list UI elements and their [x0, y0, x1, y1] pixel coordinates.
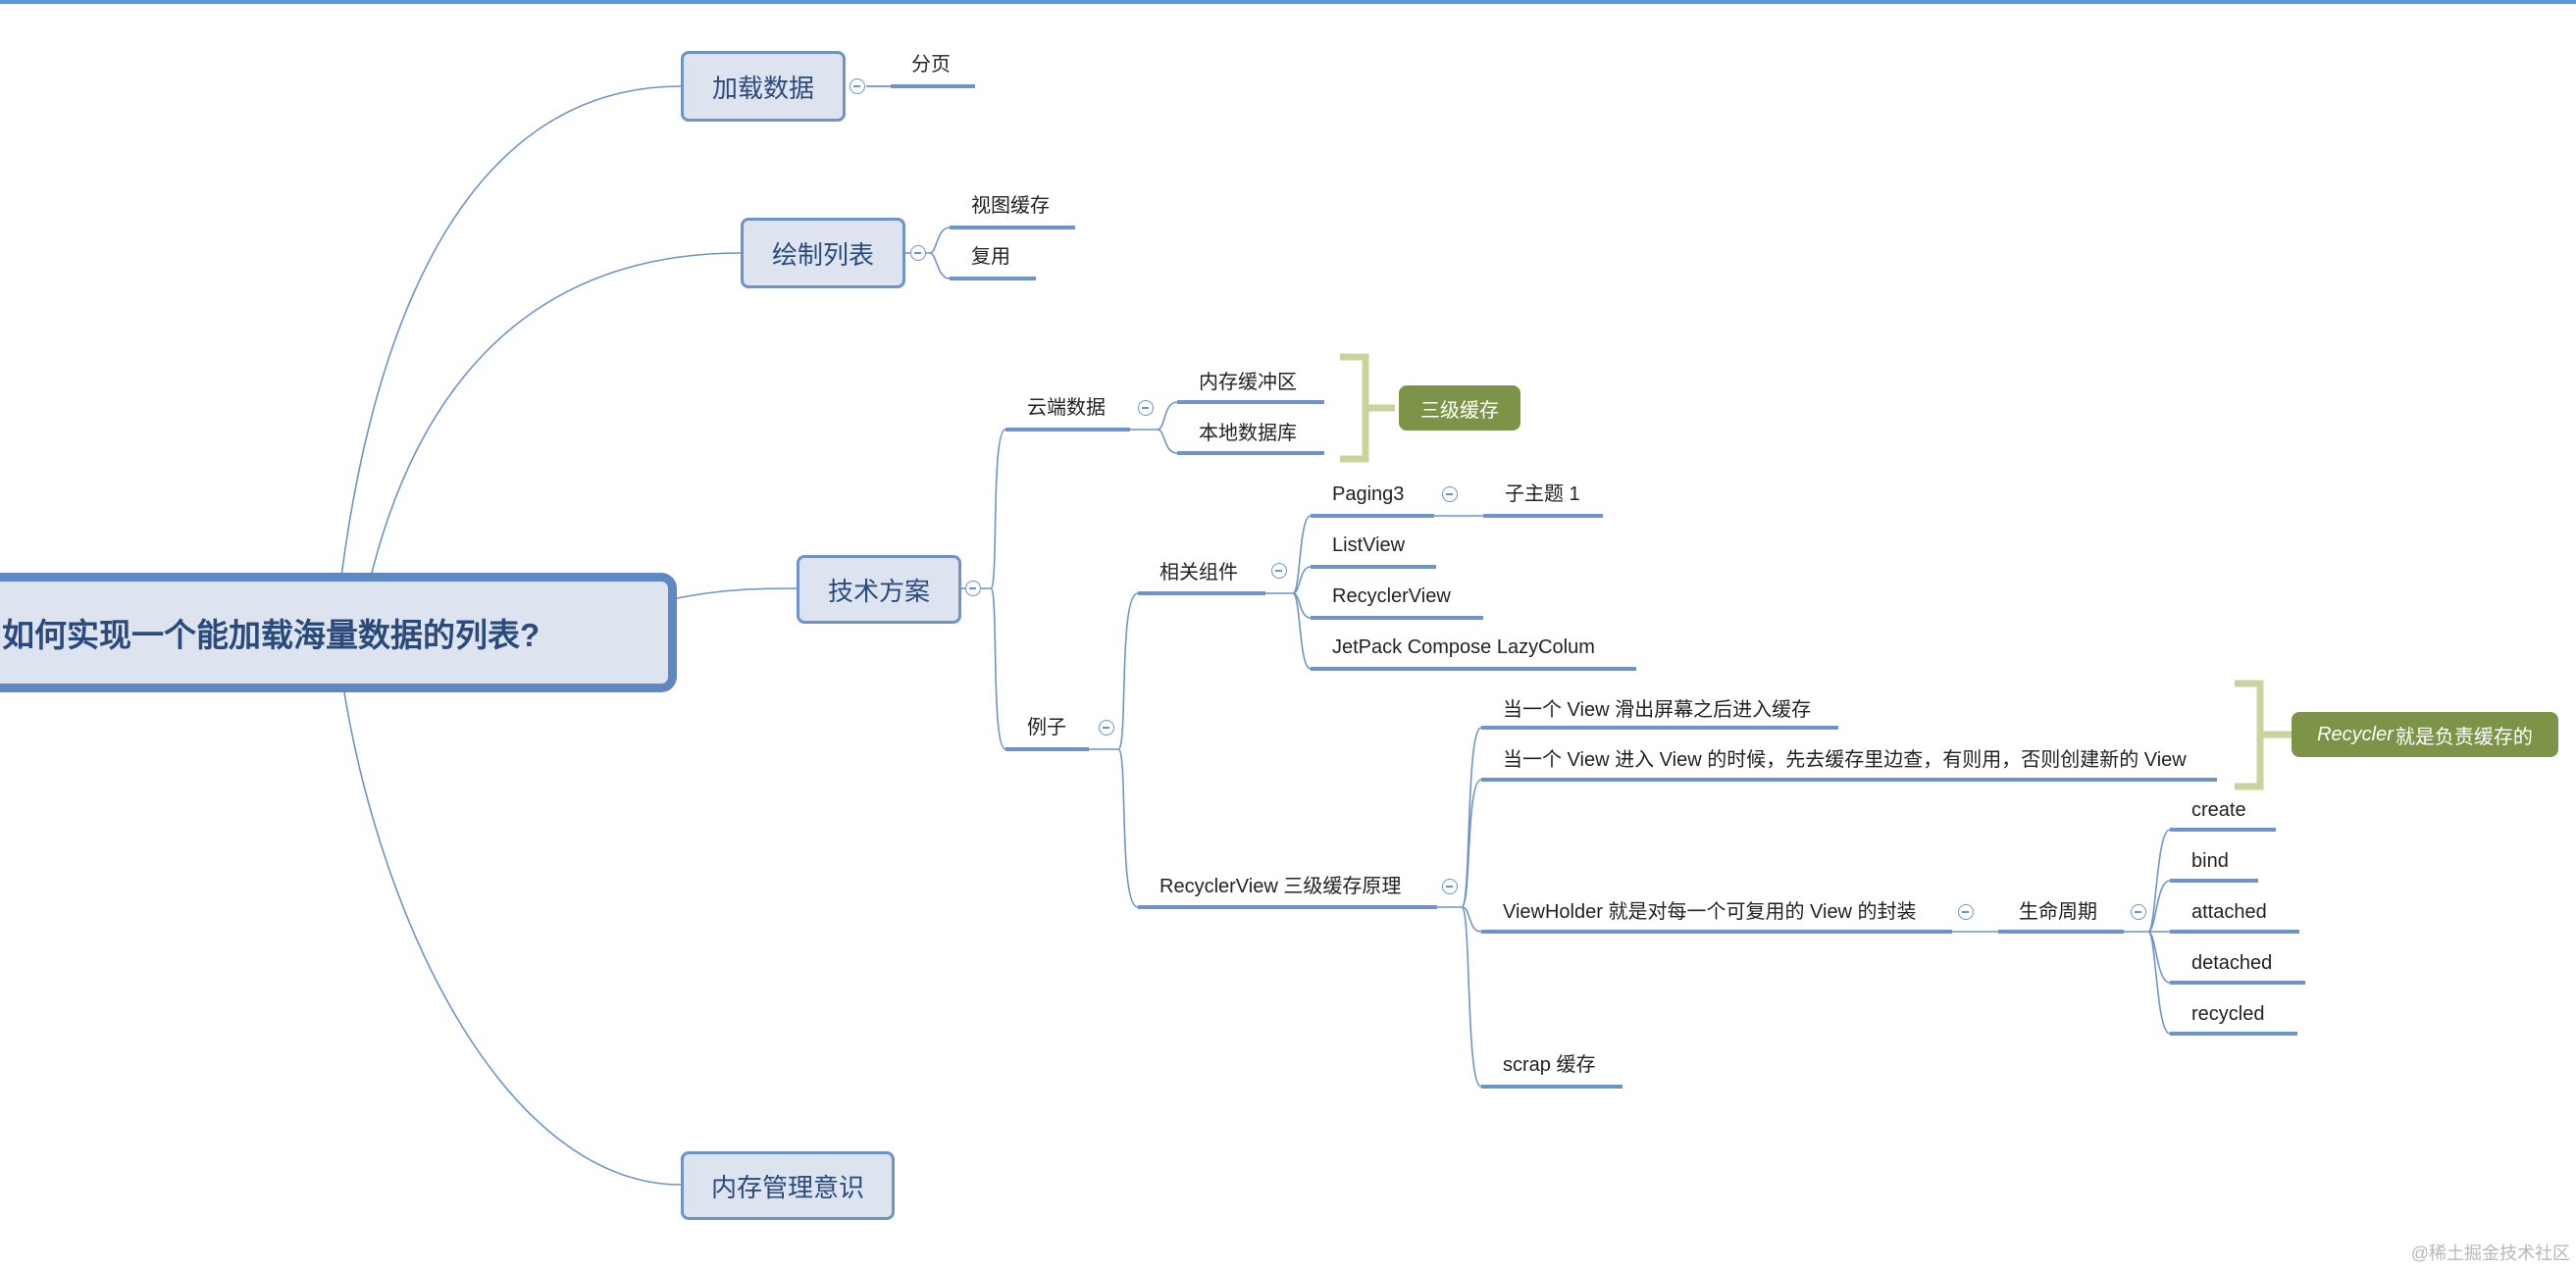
connector: [1292, 592, 1312, 670]
connector: [340, 85, 682, 578]
node-recyclerview[interactable]: RecyclerView: [1332, 585, 1451, 607]
node-rv-three-level-cache[interactable]: RecyclerView 三级缓存原理: [1159, 876, 1402, 897]
node-lifecycle-create[interactable]: create: [2191, 799, 2246, 821]
summary-recycler[interactable]: Recycler 就是负责缓存的: [2292, 712, 2558, 757]
connector: [1265, 515, 1312, 594]
branch-tech-solution[interactable]: 技术方案: [797, 555, 961, 624]
connector: [1117, 748, 1139, 908]
node-compose-lazycolum[interactable]: JetPack Compose LazyColum: [1332, 636, 1595, 658]
top-accent-bar: [0, 0, 2576, 4]
node-memory-buffer[interactable]: 内存缓冲区: [1199, 372, 1297, 393]
connector: [342, 685, 682, 1186]
node-viewholder[interactable]: ViewHolder 就是对每一个可复用的 View 的封装: [1503, 901, 1917, 923]
node-paging[interactable]: 分页: [911, 54, 951, 76]
node-lifecycle-detached[interactable]: detached: [2191, 952, 2273, 974]
collapse-icon[interactable]: [1958, 904, 1974, 920]
collapse-icon[interactable]: [1099, 720, 1114, 736]
connector: [1461, 906, 1482, 1088]
connector: [370, 252, 742, 578]
node-local-db[interactable]: 本地数据库: [1199, 423, 1297, 444]
node-listview[interactable]: ListView: [1332, 534, 1406, 556]
node-subtopic-1[interactable]: 子主题 1: [1505, 483, 1580, 505]
watermark: @稀土掘金技术社区: [2410, 1244, 2570, 1263]
collapse-icon[interactable]: [2131, 904, 2146, 920]
connector: [1089, 592, 1139, 750]
summary-recycler-em: Recycler: [2317, 723, 2394, 745]
connector: [2147, 931, 2171, 1035]
collapse-icon[interactable]: [1442, 879, 1458, 894]
connector: [1461, 779, 1482, 908]
node-scrap-cache[interactable]: scrap 缓存: [1503, 1054, 1596, 1076]
connector: [2124, 829, 2171, 933]
connector: [929, 252, 951, 279]
connector: [676, 587, 798, 599]
node-view-slide-out[interactable]: 当一个 View 滑出屏幕之后进入缓存: [1503, 699, 1812, 721]
collapse-icon[interactable]: [1442, 486, 1458, 502]
branch-draw-list[interactable]: 绘制列表: [741, 218, 905, 288]
node-lifecycle-attached[interactable]: attached: [2191, 901, 2267, 923]
collapse-icon[interactable]: [1138, 400, 1154, 416]
node-lifecycle[interactable]: 生命周期: [2019, 901, 2097, 923]
summary-bracket: [2235, 680, 2292, 790]
node-view-enter[interactable]: 当一个 View 进入 View 的时候，先去缓存里边查，有则用，否则创建新的 …: [1503, 749, 2187, 771]
collapse-icon[interactable]: [850, 78, 865, 94]
summary-recycler-text: 就是负责缓存的: [2395, 726, 2533, 748]
branch-load-data[interactable]: 加载数据: [681, 51, 846, 122]
node-example[interactable]: 例子: [1027, 717, 1066, 738]
collapse-icon[interactable]: [910, 245, 926, 261]
summary-bracket: [1340, 353, 1395, 463]
connector: [1157, 429, 1178, 454]
connector: [990, 587, 1006, 750]
connector: [1292, 566, 1312, 594]
node-cloud-data[interactable]: 云端数据: [1027, 397, 1106, 419]
branch-memory-awareness[interactable]: 内存管理意识: [681, 1151, 895, 1220]
summary-three-level-cache[interactable]: 三级缓存: [1399, 385, 1520, 431]
node-paging3[interactable]: Paging3: [1332, 483, 1405, 505]
connector: [2147, 880, 2171, 933]
collapse-icon[interactable]: [965, 581, 981, 596]
connector: [1461, 906, 1482, 933]
node-related-components[interactable]: 相关组件: [1159, 562, 1238, 584]
node-reuse[interactable]: 复用: [971, 246, 1010, 268]
node-view-cache[interactable]: 视图缓存: [971, 195, 1050, 217]
connector: [961, 429, 1006, 589]
node-lifecycle-bind[interactable]: bind: [2191, 850, 2229, 872]
collapse-icon[interactable]: [1271, 563, 1287, 579]
root-topic[interactable]: 如何实现一个能加载海量数据的列表?: [0, 573, 677, 692]
node-lifecycle-recycled[interactable]: recycled: [2191, 1003, 2265, 1025]
